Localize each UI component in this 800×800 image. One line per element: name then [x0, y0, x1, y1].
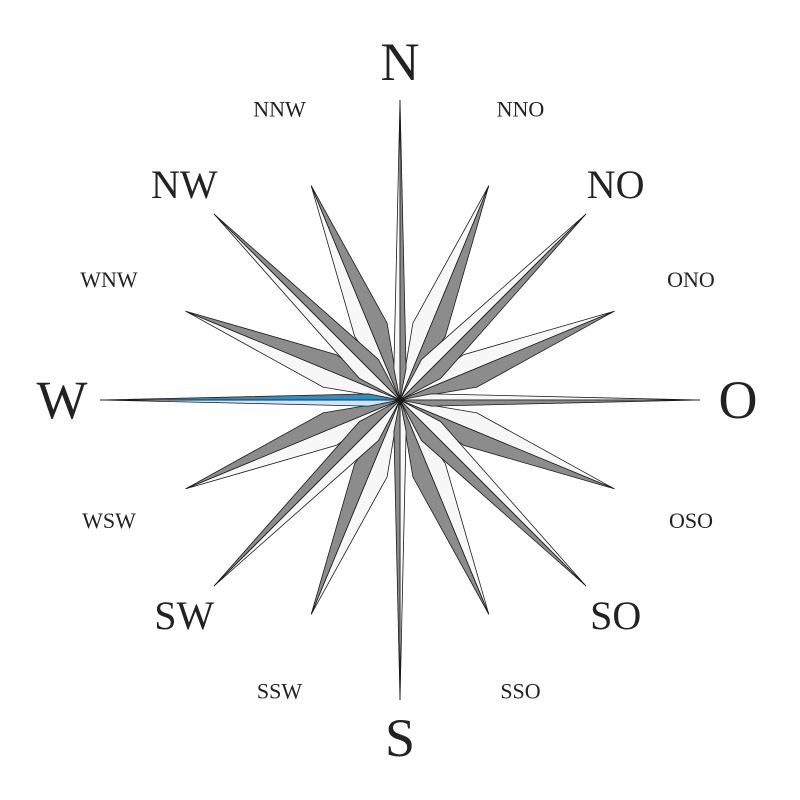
point-s — [393, 399, 407, 701]
label-s: S — [385, 708, 415, 768]
label-nnw: NNW — [253, 97, 306, 122]
cardinal-points-layer — [99, 99, 701, 701]
point-s-dark-half — [393, 399, 401, 701]
point-sw — [213, 399, 401, 587]
label-n: N — [381, 32, 420, 92]
label-wsw: WSW — [82, 508, 136, 533]
point-no — [399, 213, 587, 401]
label-wnw: WNW — [80, 267, 138, 292]
point-n — [393, 99, 407, 401]
label-w: W — [37, 370, 88, 430]
label-sw: SW — [154, 593, 214, 638]
label-nno: NNO — [497, 97, 545, 122]
point-n-light-half — [393, 99, 401, 401]
label-no: NO — [587, 162, 645, 207]
point-so-dark-half — [399, 399, 587, 587]
label-o: O — [719, 370, 758, 430]
point-s-light-half — [399, 399, 407, 701]
point-so — [399, 399, 587, 587]
minor-points-layer — [185, 185, 615, 615]
point-ono-dark-half — [399, 310, 615, 401]
direction-labels-layer: N NNO NO ONO O OSO SO SSO S SSW SW WSW W WNW NW NNW — [37, 32, 758, 768]
label-so: SO — [590, 593, 641, 638]
point-w-light-half — [99, 399, 401, 407]
intercardinal-points-layer — [213, 213, 587, 587]
point-w-dark-half — [99, 393, 401, 401]
label-sso: SSO — [500, 679, 540, 704]
label-ono: ONO — [667, 267, 715, 292]
point-wsw-dark-half — [185, 399, 401, 490]
point-sso-dark-half — [399, 399, 490, 615]
point-nw-dark-half — [213, 213, 401, 401]
label-ssw: SSW — [257, 679, 302, 704]
point-n-dark-half — [399, 99, 407, 401]
point-o — [399, 393, 701, 407]
label-nw: NW — [151, 162, 218, 207]
point-nw — [213, 213, 401, 401]
point-sw-dark-half — [213, 399, 401, 587]
point-o-dark-half — [399, 399, 701, 407]
label-oso: OSO — [669, 508, 713, 533]
point-no-dark-half — [399, 213, 587, 401]
point-nnw-dark-half — [310, 185, 401, 401]
point-w — [99, 393, 401, 407]
point-o-light-half — [399, 393, 701, 401]
